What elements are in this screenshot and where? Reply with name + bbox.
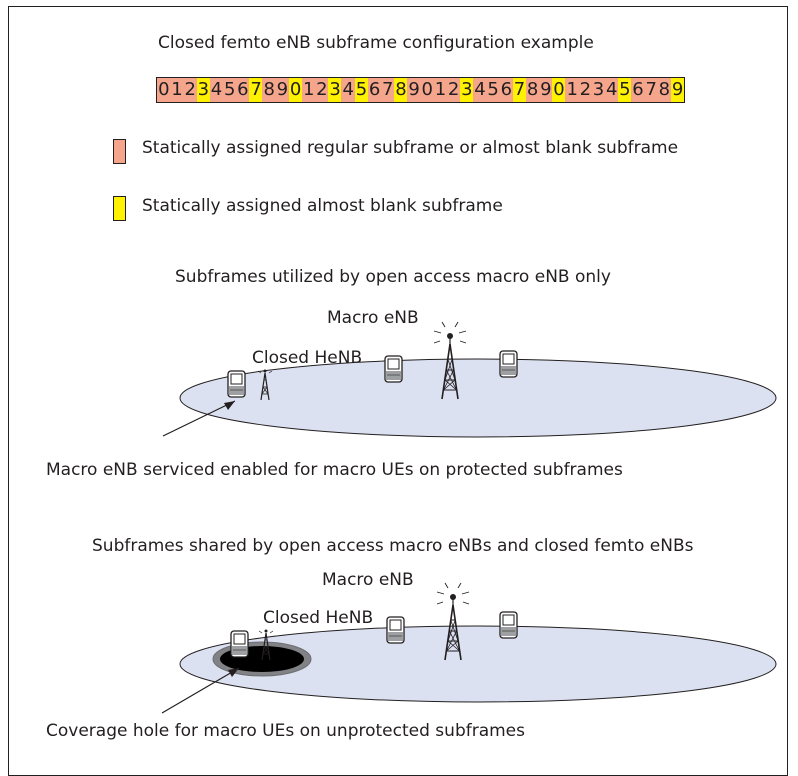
scenario2-heading: Subframes shared by open access macro eN… [92, 536, 694, 556]
pointer-line [161, 667, 240, 714]
subframe-cell-regular: 4 [209, 78, 223, 102]
subframe-cell-regular: 4 [604, 78, 619, 102]
macro-coverage-ellipse-1 [179, 358, 777, 438]
scenario2-henb-label: Closed HeNB [263, 608, 374, 628]
subframe-cell-almost-blank: 0 [288, 78, 302, 102]
subframe-cell-regular: 4 [341, 78, 355, 102]
subframe-cell-regular: 5 [486, 78, 500, 102]
subframe-cell-regular: 9 [275, 78, 289, 102]
subframe-cell-regular: 9 [407, 78, 421, 102]
phone-icon [384, 355, 403, 383]
phone-icon [499, 350, 518, 378]
subframe-cell-regular: 6 [367, 78, 381, 102]
subframe-cell-regular: 1 [433, 78, 447, 102]
subframe-cell-regular: 1 [301, 78, 316, 102]
subframe-cell-regular: 8 [525, 78, 539, 102]
arrowhead-icon [224, 401, 235, 410]
subframe-cell-regular: 0 [157, 78, 171, 102]
subframe-cell-regular: 6 [631, 78, 645, 102]
subframe-cell-regular: 7 [380, 78, 395, 102]
scenario2-macro-label: Macro eNB [322, 570, 414, 590]
subframe-cell-almost-blank: 3 [196, 78, 210, 102]
subframe-cell-almost-blank: 5 [618, 78, 632, 102]
subframe-cell-almost-blank: 9 [670, 78, 684, 102]
scenario2-caption: Coverage hole for macro UEs on unprotect… [46, 721, 525, 741]
scenario1-caption: Macro eNB serviced enabled for macro UEs… [46, 460, 623, 480]
subframe-cell-regular: 3 [591, 78, 605, 102]
scenario1-henb-label: Closed HeNB [252, 348, 363, 368]
subframe-cell-almost-blank: 5 [354, 78, 368, 102]
scenario1-heading: Subframes utilized by open access macro … [175, 267, 611, 287]
subframe-cell-regular: 5 [222, 78, 237, 102]
phone-icon [227, 370, 246, 398]
phone-icon [386, 616, 405, 644]
subframe-cell-regular: 2 [578, 78, 592, 102]
subframe-cell-regular: 2 [315, 78, 329, 102]
subframe-cell-almost-blank: 8 [394, 78, 408, 102]
legend-swatch-regular [113, 139, 126, 164]
subframe-cell-regular: 4 [473, 78, 487, 102]
subframe-cell-regular: 8 [262, 78, 276, 102]
legend-swatch-almost-blank [113, 196, 126, 221]
pointer-line [162, 400, 236, 437]
subframe-cell-regular: 8 [657, 78, 671, 102]
subframe-cell-regular: 7 [644, 78, 658, 102]
legend-label-regular: Statically assigned regular subframe or … [142, 138, 679, 158]
phone-icon [230, 630, 249, 658]
subframe-cell-regular: 9 [538, 78, 553, 102]
subframe-cell-regular: 6 [236, 78, 250, 102]
subframe-cell-almost-blank: 3 [328, 78, 342, 102]
subframe-cell-almost-blank: 7 [249, 78, 263, 102]
subframe-cell-almost-blank: 0 [552, 78, 566, 102]
figure-title: Closed femto eNB subframe configuration … [158, 33, 594, 53]
phone-icon [499, 611, 518, 639]
subframe-cell-regular: 0 [420, 78, 434, 102]
subframe-cell-regular: 6 [499, 78, 513, 102]
subframe-cell-regular: 1 [565, 78, 579, 102]
subframe-cell-regular: 2 [183, 78, 197, 102]
scenario1-macro-label: Macro eNB [327, 308, 419, 328]
subframe-cell-regular: 1 [170, 78, 184, 102]
arrowhead-icon [228, 668, 239, 677]
subframe-cell-regular: 2 [446, 78, 460, 102]
subframe-cell-almost-blank: 3 [459, 78, 474, 102]
subframe-cell-almost-blank: 7 [512, 78, 526, 102]
legend-label-almost-blank: Statically assigned almost blank subfram… [142, 196, 503, 216]
macro-coverage-ellipse-2 [179, 625, 777, 703]
